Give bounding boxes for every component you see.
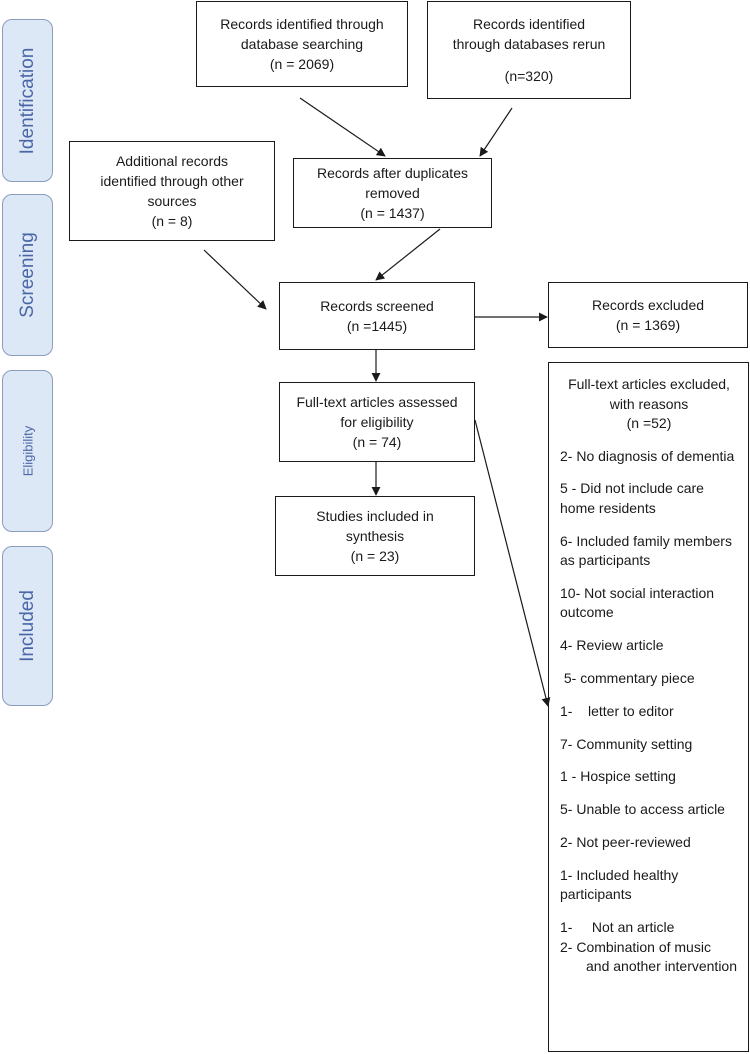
stage-tab-screening: Screening <box>2 194 53 356</box>
exclusion-reason: 1- Not an article <box>560 919 675 936</box>
exclusion-reason: 2- Not peer-reviewed <box>560 833 691 850</box>
exclusion-reason: 5 - Did not include care home residents <box>560 480 704 516</box>
excluded-header-line: Full-text articles excluded, <box>568 376 730 392</box>
box-line: Records after duplicates removed <box>317 165 468 201</box>
box-line: Records screened <box>320 298 434 314</box>
box-count: (n = 1369) <box>615 317 681 333</box>
exclusion-reason: 2- Combination of music and another inte… <box>560 938 737 975</box>
exclusion-reason: 4- Review article <box>560 637 664 654</box>
box-line: database searching <box>240 36 364 52</box>
box-line: sources <box>147 193 197 209</box>
box-line: identified through other <box>100 173 244 189</box>
exclusion-reason: 7- Community setting <box>560 735 693 752</box>
box-full-text-assessed: Full-text articles assessed for eligibil… <box>279 382 475 462</box>
box-line: for eligibility <box>340 414 414 430</box>
box-count: (n = 2069) <box>269 56 335 72</box>
exclusion-reason: 1- Included healthy participants <box>560 866 679 903</box>
box-studies-included: Studies included in synthesis (n = 23) <box>275 496 475 576</box>
box-line: through databases rerun <box>452 36 606 52</box>
box-count: (n = 8) <box>151 213 193 229</box>
arrow-fulltext-to-excluded-reasons <box>474 419 551 707</box>
exclusion-reason: 5- commentary piece <box>560 669 695 686</box>
box-duplicates-removed: Records after duplicates removed (n = 14… <box>293 158 492 228</box>
box-line: Full-text articles assessed <box>296 394 458 410</box>
box-line: Records excluded <box>591 297 705 313</box>
stage-tab-eligibility: Eligibility <box>2 370 53 532</box>
exclusion-reason: 6- Included family members as participan… <box>560 532 732 569</box>
box-line: Records identified <box>472 16 586 32</box>
box-line: Studies included in <box>316 508 434 524</box>
stage-tab-included: Included <box>2 546 53 706</box>
box-count: (n = 23) <box>350 548 400 564</box>
exclusion-reason: 5- Unable to access article <box>560 801 725 818</box>
excluded-header-line: with reasons <box>609 395 689 412</box>
arrow-rerun-to-duplicates <box>479 107 513 157</box>
arrow-search-to-duplicates <box>299 97 386 157</box>
exclusion-reason: 1- letter to editor <box>560 702 674 719</box>
stage-tab-identification: Identification <box>2 19 53 182</box>
exclusion-reason: 1 - Hospice setting <box>560 768 676 785</box>
box-databases-rerun: Records identified through databases rer… <box>427 1 631 99</box>
box-count: (n =1445) <box>346 318 408 334</box>
excluded-header-count: (n =52) <box>626 415 672 431</box>
excluded-header: Full-text articles excluded, with reason… <box>560 375 738 434</box>
box-line: Records identified through <box>220 16 384 32</box>
exclusion-reason: 2- No diagnosis of dementia <box>560 447 735 464</box>
arrow-other-to-screened <box>203 249 267 310</box>
box-count: (n = 1437) <box>360 205 425 221</box>
arrow-duplicates-to-screened <box>375 228 441 281</box>
box-database-searching: Records identified through database sear… <box>196 1 408 87</box>
box-other-sources: Additional records identified through ot… <box>69 141 275 241</box>
box-records-excluded: Records excluded (n = 1369) <box>548 282 748 348</box>
box-count: (n=320) <box>504 68 554 84</box>
box-records-screened: Records screened (n =1445) <box>279 282 475 350</box>
box-line: Additional records <box>115 153 229 169</box>
box-count: (n = 74) <box>352 434 402 450</box>
box-line: synthesis <box>345 528 405 544</box>
box-full-text-excluded: Full-text articles excluded, with reason… <box>548 362 749 1052</box>
exclusion-reason: 10- Not social interaction outcome <box>560 584 715 621</box>
